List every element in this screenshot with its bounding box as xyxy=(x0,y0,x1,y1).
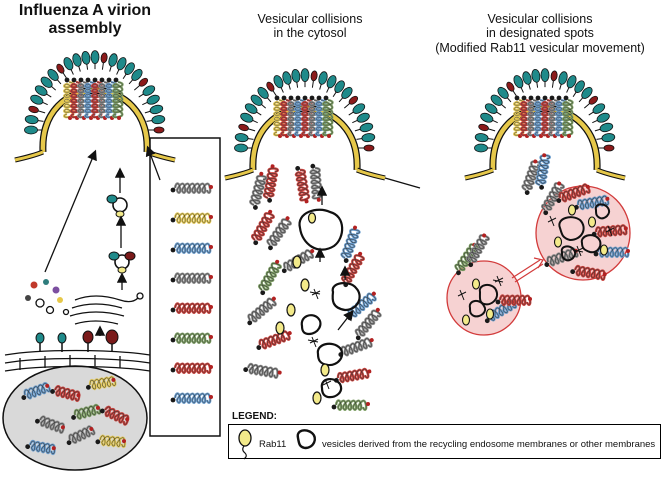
spot-rnp xyxy=(534,153,551,190)
cytosol-rnp xyxy=(341,251,365,288)
protein-cluster xyxy=(25,279,63,315)
box-rnp-segment xyxy=(170,212,213,224)
box-rnp-segment xyxy=(170,392,213,404)
spot-link-arrow xyxy=(511,257,544,283)
panel3-title-line3: (Modified Rab11 vesicular movement) xyxy=(435,40,645,55)
rab11-legend-icon xyxy=(238,429,252,460)
nucleus-rnp xyxy=(50,385,81,403)
cytosol-rnp xyxy=(249,171,268,210)
rnp-segment-box xyxy=(149,137,221,437)
cytosol-rab11 xyxy=(275,212,330,405)
spot-rnp xyxy=(521,159,542,195)
nucleus-rnp-cluster xyxy=(21,375,130,456)
golgi-apparatus xyxy=(62,292,144,325)
virion-bud-panel2 xyxy=(224,68,421,189)
cell-nucleus xyxy=(2,365,148,471)
cytosol-rnp xyxy=(309,163,323,202)
er-glycoproteins xyxy=(35,329,119,352)
spot-vesicles xyxy=(468,203,610,318)
virion-rnp-segment xyxy=(562,95,574,138)
cytosol-vesicles xyxy=(298,208,361,399)
cytosol-rnp xyxy=(333,367,372,384)
vesicle-legend-label: vesicles derived from the recycling endo… xyxy=(322,439,656,450)
nucleus-rnp xyxy=(21,382,51,400)
box-rnp-segment xyxy=(170,302,213,314)
collision-bursts-panel3 xyxy=(457,215,615,301)
cytosol-rnp xyxy=(340,225,361,263)
box-rnp-segment xyxy=(170,242,213,254)
cytosol-rnp xyxy=(266,216,292,251)
cytosol-rnp xyxy=(256,330,292,350)
rab11-legend-label: Rab11 xyxy=(259,439,287,450)
panel3-title-line1: Vesicular collisions xyxy=(487,12,593,26)
endoplasmic-reticulum xyxy=(4,349,151,372)
virion-rnp-segment xyxy=(112,77,124,120)
panel3-title-line2: in designated spots xyxy=(486,26,594,41)
spot-rnp xyxy=(466,233,490,268)
panel1-title-line1: Influenza A virion xyxy=(18,2,152,19)
rnp-segment-stack xyxy=(170,182,213,404)
panel2-arrows xyxy=(314,185,354,331)
cytosol-rnp xyxy=(243,362,282,379)
cytosol-rnp xyxy=(294,165,311,204)
panel1-arrows xyxy=(44,149,128,336)
panel1-title-line2: assembly xyxy=(48,20,122,38)
spot-rnp xyxy=(570,264,607,281)
box-rnp-segment xyxy=(170,332,213,344)
nucleus-rnp xyxy=(99,405,130,426)
spot-rnp xyxy=(541,181,565,216)
cytosol-rnp xyxy=(262,164,279,203)
nucleus-rnp xyxy=(35,415,65,434)
cytosol-rnp xyxy=(251,209,275,246)
panel2-title: Vesicular collisions in the cytosol xyxy=(210,12,410,41)
cytosol-rnp xyxy=(247,296,277,326)
cytosol-rnp-bundles xyxy=(243,163,382,411)
spot-rnp xyxy=(544,247,579,267)
legend-box xyxy=(228,424,661,459)
legend-title: LEGEND: xyxy=(232,411,277,422)
panel2-title-line2: in the cytosol xyxy=(273,26,347,41)
box-rnp-segment xyxy=(170,362,213,374)
nucleus-rnp xyxy=(66,425,96,446)
cytosol-rnp xyxy=(258,259,282,296)
vesicle-legend-icon xyxy=(296,429,316,450)
nucleus-rnp xyxy=(71,403,102,420)
box-rnp-segment xyxy=(170,272,213,284)
virion-bud-panel1 xyxy=(14,50,176,163)
cytosol-rnp xyxy=(331,399,370,411)
nucleus-rnp xyxy=(95,434,127,449)
nucleus-rnp xyxy=(85,375,117,391)
cytosol-rnp xyxy=(354,307,382,341)
panel1-title: Influenza A virion assembly xyxy=(0,2,170,39)
spot-rnp xyxy=(556,183,591,203)
panel2-title-line1: Vesicular collisions xyxy=(257,12,363,26)
collision-bursts-panel2 xyxy=(307,288,332,390)
nucleus-rnp xyxy=(25,439,56,456)
virion-bud-panel3 xyxy=(464,68,626,181)
box-rnp-segment xyxy=(170,182,213,194)
spot-rab11 xyxy=(461,204,609,326)
box-to-virion-arrow xyxy=(145,145,161,181)
spot-rnp xyxy=(495,294,532,306)
virion-rnp-segment xyxy=(322,95,334,138)
panel3-title: Vesicular collisions in designated spots… xyxy=(420,12,660,55)
